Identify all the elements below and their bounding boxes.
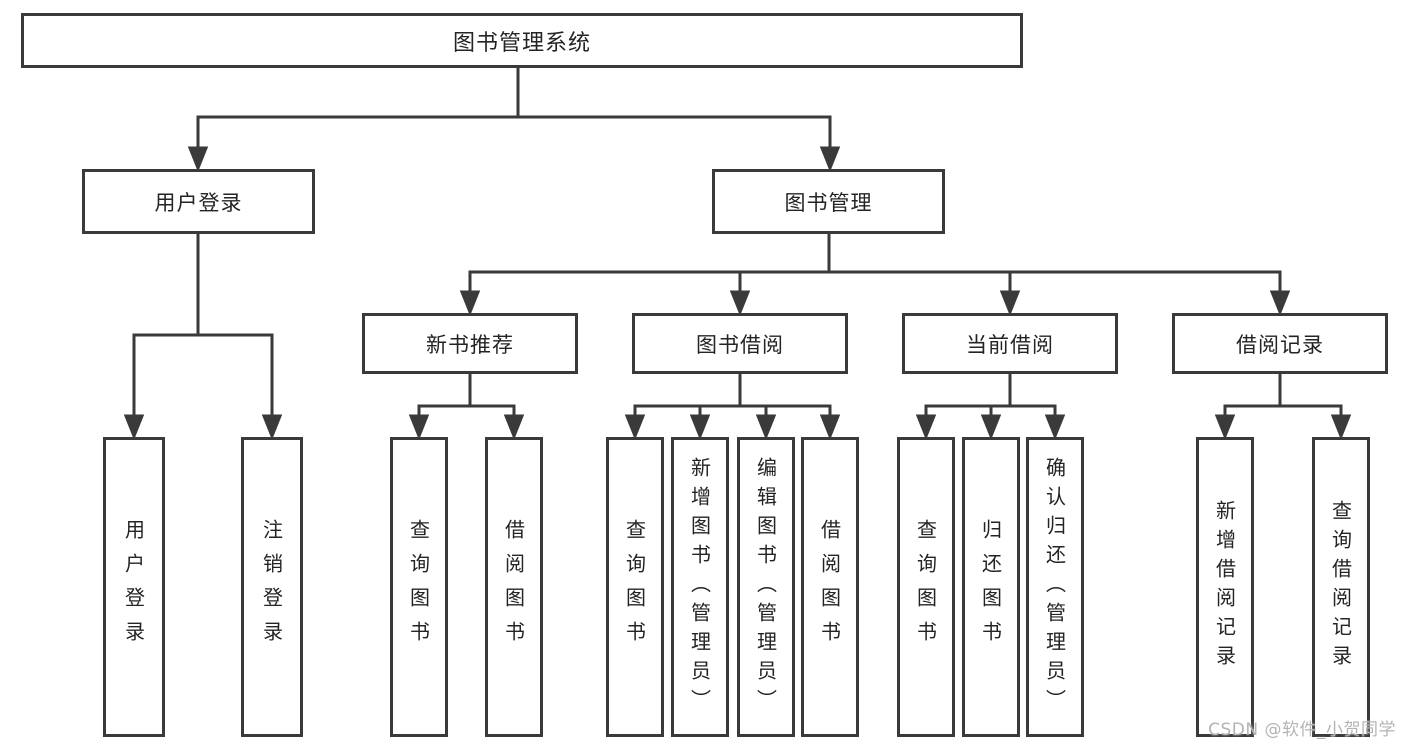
node-leaf-bb-query-books-label: 查询图书	[622, 519, 647, 655]
connector-user-login-to-leaves	[123, 234, 283, 441]
node-leaf-bb-edit-books-admin-label: 编辑图书（管理员）	[753, 456, 778, 718]
node-leaf-nbr-query-books-label: 查询图书	[406, 519, 431, 655]
node-leaf-br-add-record: 新增借阅记录	[1196, 437, 1254, 737]
arrowhead	[408, 414, 430, 441]
arrowhead	[819, 414, 841, 441]
node-leaf-bb-borrow-books-label: 借阅图书	[817, 519, 842, 655]
arrowhead	[1044, 414, 1066, 441]
arrowhead	[187, 146, 209, 173]
node-leaf-cb-query-books: 查询图书	[897, 437, 955, 737]
connector-book-management-to-level2	[459, 234, 1291, 317]
arrowhead	[999, 290, 1021, 317]
node-current-borrowing-label: 当前借阅	[966, 332, 1054, 357]
node-leaf-cb-query-books-label: 查询图书	[913, 519, 938, 655]
arrowhead	[689, 414, 711, 441]
node-leaf-br-query-record-label: 查询借阅记录	[1328, 500, 1353, 674]
node-leaf-cb-confirm-return-admin: 确认归还（管理员）	[1026, 437, 1084, 737]
node-book-borrowing-label: 图书借阅	[696, 332, 784, 357]
node-book-borrowing: 图书借阅	[632, 313, 848, 374]
node-leaf-bb-edit-books-admin: 编辑图书（管理员）	[737, 437, 795, 737]
csdn-watermark: CSDN @软件_小贺同学	[1208, 720, 1396, 740]
arrowhead	[459, 290, 481, 317]
node-borrowing-records-label: 借阅记录	[1236, 332, 1324, 357]
node-root: 图书管理系统	[21, 13, 1023, 68]
node-leaf-cb-confirm-return-admin-label: 确认归还（管理员）	[1042, 456, 1067, 718]
node-leaf-bb-query-books: 查询图书	[606, 437, 664, 737]
node-user-login: 用户登录	[82, 169, 315, 234]
node-new-book-recommend: 新书推荐	[362, 313, 578, 374]
arrowhead	[503, 414, 525, 441]
arrowhead	[1214, 414, 1236, 441]
arrowhead	[819, 146, 841, 173]
node-leaf-nbr-borrow-books-label: 借阅图书	[501, 519, 526, 655]
node-current-borrowing: 当前借阅	[902, 313, 1118, 374]
arrowhead	[261, 414, 283, 441]
connector-current-borrowing-to-leaves	[915, 374, 1066, 441]
node-book-management-label: 图书管理	[784, 190, 873, 215]
arrowhead	[624, 414, 646, 441]
node-root-label: 图书管理系统	[452, 30, 591, 56]
node-leaf-br-query-record: 查询借阅记录	[1312, 437, 1370, 737]
node-leaf-nbr-borrow-books: 借阅图书	[485, 437, 543, 737]
node-leaf-cb-return-books: 归还图书	[962, 437, 1020, 737]
connector-root-to-level1	[187, 68, 841, 173]
node-leaf-bb-borrow-books: 借阅图书	[801, 437, 859, 737]
connector-new-book-recommend-to-leaves	[408, 374, 525, 441]
arrowhead	[980, 414, 1002, 441]
node-leaf-br-add-record-label: 新增借阅记录	[1212, 500, 1237, 674]
node-leaf-nbr-query-books: 查询图书	[390, 437, 448, 737]
arrowhead	[755, 414, 777, 441]
node-leaf-bb-add-books-admin-label: 新增图书（管理员）	[687, 456, 712, 718]
node-leaf-user-login-label: 用户登录	[121, 519, 146, 655]
node-user-login-label: 用户登录	[154, 190, 243, 215]
node-borrowing-records: 借阅记录	[1172, 313, 1388, 374]
connector-book-borrowing-to-leaves	[624, 374, 841, 441]
node-leaf-cb-return-books-label: 归还图书	[978, 519, 1003, 655]
arrowhead	[915, 414, 937, 441]
node-leaf-logout: 注销登录	[241, 437, 303, 737]
node-leaf-user-login: 用户登录	[103, 437, 165, 737]
connector-borrowing-records-to-leaves	[1214, 374, 1352, 441]
node-book-management: 图书管理	[712, 169, 945, 234]
node-new-book-recommend-label: 新书推荐	[426, 332, 514, 357]
arrowhead	[1330, 414, 1352, 441]
arrowhead	[123, 414, 145, 441]
arrowhead	[729, 290, 751, 317]
node-leaf-bb-add-books-admin: 新增图书（管理员）	[671, 437, 729, 737]
node-leaf-logout-label: 注销登录	[259, 519, 284, 655]
arrowhead	[1269, 290, 1291, 317]
